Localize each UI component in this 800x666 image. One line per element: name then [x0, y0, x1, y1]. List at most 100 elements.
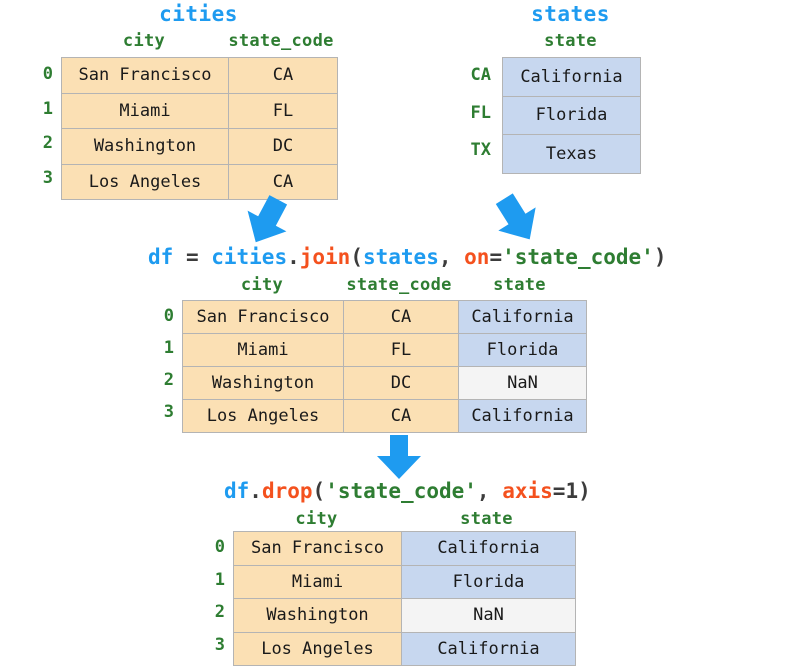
table-row: Miami FL Florida	[182, 333, 587, 367]
arrow-join-to-drop	[370, 434, 428, 480]
states-title: states	[531, 2, 610, 26]
join-code-assign: =	[489, 245, 503, 269]
join-code-kwarg-value: 'state_code'	[502, 245, 654, 269]
cell-city: San Francisco	[182, 300, 344, 334]
table-row: Texas	[502, 134, 641, 174]
join-code-left: cities	[211, 245, 288, 269]
table-row: Miami FL	[61, 92, 338, 129]
cell-state-code: CA	[343, 300, 459, 334]
joined-index-labels: 0 1 2 3	[135, 300, 174, 428]
cell-state: California	[401, 631, 576, 666]
cell-state-code: CA	[343, 399, 459, 433]
table-row: Miami Florida	[233, 564, 576, 599]
dropped-index-labels: 0 1 2 3	[186, 531, 225, 661]
dropped-index-3: 3	[214, 634, 225, 655]
cities-index-2: 2	[42, 133, 53, 153]
cell-state: California	[401, 531, 576, 566]
cell-state-code: DC	[228, 128, 338, 165]
cell-city: Washington	[61, 128, 229, 165]
join-code-arg-right: states	[362, 245, 439, 269]
cell-state: Texas	[502, 134, 641, 174]
cell-state-code: CA	[228, 57, 338, 94]
joined-column-header-city: city	[240, 275, 284, 295]
cell-city: Washington	[233, 598, 402, 633]
cell-state: Florida	[502, 95, 641, 135]
cell-state: California	[502, 57, 641, 97]
cities-title: cities	[159, 2, 238, 26]
cell-state-code: DC	[343, 366, 459, 400]
states-table: California Florida Texas	[502, 57, 641, 174]
joined-index-3: 3	[163, 402, 174, 422]
cell-city: San Francisco	[61, 57, 229, 94]
cell-city: Los Angeles	[61, 163, 229, 200]
join-code-line: df = cities.join(states, on='state_code'…	[148, 245, 666, 269]
join-code-dot: .	[287, 245, 300, 269]
table-row: Washington DC	[61, 128, 338, 165]
cities-index-1: 1	[42, 98, 53, 119]
table-row: Washington NaN	[233, 598, 576, 633]
joined-index-2: 2	[163, 370, 174, 390]
drop-code-dot: .	[249, 479, 262, 503]
cities-column-header-state-code: state_code	[228, 31, 334, 51]
cell-state: Florida	[458, 333, 587, 367]
states-index-labels: CA FL TX	[452, 57, 491, 170]
dropped-index-1: 1	[214, 569, 225, 590]
cities-column-header-city: city	[122, 31, 166, 51]
drop-code-method: drop	[261, 479, 313, 503]
states-index-fl: FL	[470, 102, 491, 123]
dropped-index-2: 2	[214, 602, 225, 622]
cell-state-nan: NaN	[401, 598, 576, 633]
cities-index-3: 3	[42, 167, 53, 188]
cell-state: California	[458, 300, 587, 334]
drop-code-open-paren: (	[312, 479, 326, 503]
cities-index-labels: 0 1 2 3	[14, 57, 53, 195]
states-index-ca: CA	[470, 65, 491, 85]
drop-code-target: df	[224, 479, 250, 503]
joined-table: San Francisco CA California Miami FL Flo…	[182, 300, 587, 433]
dropped-column-header-state: state	[460, 509, 513, 529]
cell-state: Florida	[401, 564, 576, 599]
cell-state-code: CA	[228, 163, 338, 200]
drop-code-line: df.drop('state_code', axis=1)	[224, 479, 591, 503]
cell-city: Los Angeles	[233, 631, 402, 666]
drop-code-assign: =	[552, 479, 566, 503]
table-row: Washington DC NaN	[182, 366, 587, 400]
cities-index-0: 0	[42, 64, 53, 84]
table-row: Los Angeles CA California	[182, 399, 587, 433]
join-code-close-paren: )	[653, 245, 667, 269]
cell-state: California	[458, 399, 587, 433]
arrow-states-to-join	[482, 192, 552, 247]
join-code-method: join	[299, 245, 351, 269]
cell-state-code: FL	[228, 92, 338, 129]
joined-column-header-state-code: state_code	[346, 275, 452, 295]
cell-city: Miami	[182, 333, 344, 367]
drop-code-kwarg-value: 1	[565, 479, 579, 503]
table-row: Florida	[502, 95, 641, 135]
drop-code-close-paren: )	[578, 479, 591, 503]
table-row: Los Angeles California	[233, 631, 576, 666]
dropped-index-0: 0	[214, 537, 225, 557]
joined-index-0: 0	[163, 306, 174, 326]
table-row: San Francisco CA California	[182, 300, 587, 334]
cell-city: Los Angeles	[182, 399, 344, 433]
drop-code-kwarg: axis	[502, 479, 553, 503]
cities-table: San Francisco CA Miami FL Washington DC …	[61, 57, 338, 200]
cell-state-nan: NaN	[458, 366, 587, 400]
cell-city: Miami	[233, 564, 402, 599]
join-code-target: df	[148, 245, 174, 269]
dropped-table: San Francisco California Miami Florida W…	[233, 531, 576, 666]
cell-city: San Francisco	[233, 531, 402, 566]
cell-city: Washington	[182, 366, 344, 400]
table-row: California	[502, 57, 641, 97]
table-row: San Francisco California	[233, 531, 576, 566]
table-row: San Francisco CA	[61, 57, 338, 94]
join-code-kwarg: on	[464, 245, 490, 269]
join-code-comma: ,	[438, 245, 465, 269]
cell-city: Miami	[61, 92, 229, 129]
states-column-header-state: state	[544, 31, 597, 51]
dropped-column-header-city: city	[295, 509, 338, 529]
drop-code-comma: ,	[476, 479, 503, 503]
joined-index-1: 1	[163, 338, 174, 358]
cell-state-code: FL	[343, 333, 459, 367]
drop-code-arg: 'state_code'	[325, 479, 477, 503]
